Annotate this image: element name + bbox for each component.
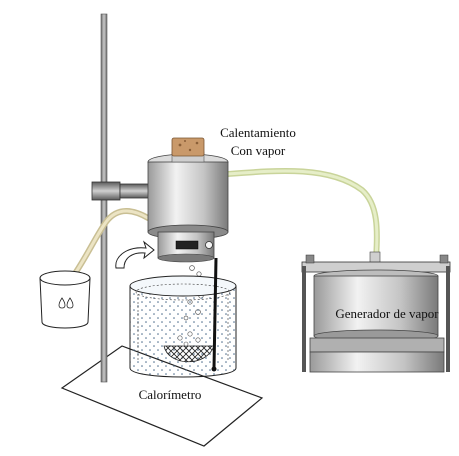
cork-stopper (171, 137, 205, 157)
water-drop-icon (66, 297, 74, 309)
label-heating-line1: Calentamiento (220, 125, 296, 140)
heater-window (175, 240, 199, 250)
heater-knob (205, 241, 213, 249)
water-drop-icon (58, 297, 66, 309)
label-generator: Generador de vapor (335, 306, 439, 321)
label-calorimeter: Calorímetro (139, 387, 202, 402)
steam-generator (301, 251, 451, 373)
steam-heater (147, 151, 229, 263)
label-heating-line2: Con vapor (231, 143, 286, 158)
calorimeter-beaker (129, 275, 237, 378)
water-cup (39, 270, 91, 329)
clamp-arm (91, 181, 153, 201)
drain-tube (69, 208, 151, 281)
rotation-arrow-icon (115, 240, 155, 269)
thermometer (211, 257, 218, 372)
